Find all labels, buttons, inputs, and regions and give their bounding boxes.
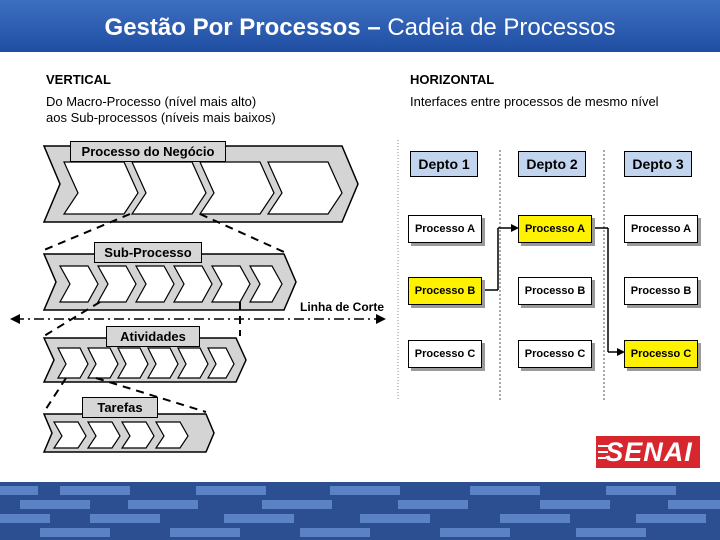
level-chevron bbox=[116, 347, 149, 379]
level-chevron bbox=[56, 347, 89, 379]
title-light: Cadeia de Processos bbox=[380, 14, 616, 41]
process-box: Processo C bbox=[408, 340, 482, 368]
department-header: Depto 2 bbox=[518, 151, 586, 177]
level-chevron bbox=[134, 265, 175, 303]
process-box: Processo B bbox=[624, 277, 698, 305]
flow-arrowhead bbox=[511, 224, 519, 232]
vertical-heading: VERTICAL bbox=[46, 72, 111, 87]
process-box-highlighted: Processo B bbox=[408, 277, 482, 305]
level-chevron bbox=[96, 265, 137, 303]
level-chevron bbox=[86, 421, 121, 449]
footer-bricks bbox=[0, 486, 720, 537]
level-chevron bbox=[86, 347, 119, 379]
department-header: Depto 3 bbox=[624, 151, 692, 177]
level-chevron bbox=[146, 347, 179, 379]
level-chevron bbox=[176, 347, 209, 379]
cut-line-arrow-right bbox=[376, 314, 386, 324]
cut-line-label: Linha de Corte bbox=[300, 300, 385, 314]
slide-title: Gestão Por Processos – Cadeia de Process… bbox=[0, 14, 720, 42]
level-chevron bbox=[52, 421, 87, 449]
level-label-tasks: Tarefas bbox=[82, 397, 158, 418]
department-header: Depto 1 bbox=[410, 151, 478, 177]
process-box: Processo A bbox=[624, 215, 698, 243]
level-label-business: Processo do Negócio bbox=[70, 141, 226, 162]
level-chevron bbox=[62, 161, 139, 215]
level-chevron bbox=[120, 421, 155, 449]
level-chevron bbox=[266, 161, 343, 215]
process-box: Processo B bbox=[518, 277, 592, 305]
level-chevron bbox=[248, 265, 283, 303]
process-box: Processo A bbox=[408, 215, 482, 243]
level-label-activities: Atividades bbox=[106, 326, 200, 347]
process-box: Processo C bbox=[518, 340, 592, 368]
senai-logo: SENAI bbox=[605, 437, 693, 467]
level-chevron bbox=[172, 265, 213, 303]
horizontal-description: Interfaces entre processos de mesmo níve… bbox=[410, 94, 659, 109]
horizontal-heading: HORIZONTAL bbox=[410, 72, 495, 87]
title-bold: Gestão Por Processos – bbox=[104, 14, 381, 41]
vertical-description: Do Macro-Processo (nível mais alto) aos … bbox=[46, 94, 276, 126]
process-box-highlighted: Processo C bbox=[624, 340, 698, 368]
flow-arrowhead bbox=[617, 348, 625, 356]
cut-line-arrow-left bbox=[10, 314, 20, 324]
level-chevron bbox=[58, 265, 99, 303]
title-bar: Gestão Por Processos – Cadeia de Process… bbox=[0, 0, 720, 52]
level-chevron bbox=[198, 161, 275, 215]
level-chevron bbox=[154, 421, 189, 449]
process-box-highlighted: Processo A bbox=[518, 215, 592, 243]
level-chevron bbox=[130, 161, 207, 215]
senai-logo-box bbox=[596, 436, 700, 468]
department-separators bbox=[499, 150, 605, 400]
level-label-subprocess: Sub-Processo bbox=[94, 242, 202, 263]
level-chevron bbox=[206, 347, 235, 379]
vertical-desc-line2: aos Sub-processos (níveis mais baixos) bbox=[46, 110, 276, 125]
vertical-desc-line1: Do Macro-Processo (nível mais alto) bbox=[46, 94, 257, 109]
senai-logo-stripes bbox=[598, 445, 610, 459]
